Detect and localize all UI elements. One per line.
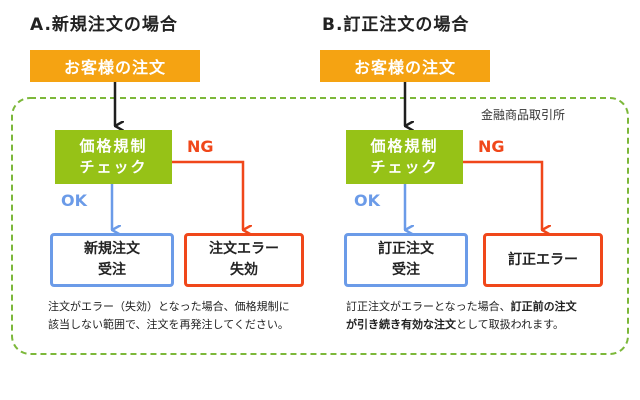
a-customer-order-box: お客様の注文	[30, 50, 200, 82]
b-price-check-box: 価格規制 チェック	[346, 130, 463, 184]
exchange-boundary	[11, 97, 629, 355]
a-ng-result-box: 注文エラー 失効	[184, 233, 304, 287]
a-ng-result-line2: 失効	[230, 262, 258, 278]
exchange-label: 金融商品取引所	[481, 108, 566, 122]
a-ng-arrow	[172, 160, 243, 230]
a-ok-result-box: 新規注文 受注	[50, 233, 174, 287]
b-ok-result-line1: 訂正注文	[378, 241, 434, 257]
a-note: 注文がエラー（失効）となった場合、価格規制に 該当しない範囲で、注文を再発注して…	[48, 298, 328, 334]
b-note-line2-plain: として取扱われます。	[456, 318, 565, 331]
b-ng-label: NG	[478, 137, 505, 156]
b-note-line2-bold: が引き続き有効な注文	[346, 318, 456, 331]
b-price-check-line2: チェック	[370, 158, 439, 176]
a-price-check-line1: 価格規制	[79, 137, 148, 155]
b-note-line1-plain: 訂正注文がエラーとなった場合、	[346, 300, 511, 313]
a-ng-label: NG	[187, 137, 214, 156]
b-ng-result-box: 訂正エラー	[483, 233, 603, 287]
a-note-line1: 注文がエラー（失効）となった場合、価格規制に	[48, 300, 290, 313]
a-note-line2: 該当しない範囲で、注文を再発注してください。	[48, 318, 289, 331]
a-price-check-box: 価格規制 チェック	[55, 130, 172, 184]
b-note-line1-bold: 訂正前の注文	[510, 300, 577, 313]
b-note-line2: が引き続き有効な注文として取扱われます。	[346, 316, 618, 334]
b-note: 訂正注文がエラーとなった場合、訂正前の注文 が引き続き有効な注文として取扱われま…	[346, 298, 618, 334]
b-customer-order-box: お客様の注文	[320, 50, 490, 82]
b-note-line1: 訂正注文がエラーとなった場合、訂正前の注文	[346, 298, 618, 316]
a-ok-label: OK	[61, 191, 87, 210]
a-ng-result-line1: 注文エラー	[209, 241, 279, 257]
b-ok-label: OK	[354, 191, 380, 210]
b-price-check-line1: 価格規制	[370, 137, 439, 155]
section-b-title: B.訂正注文の場合	[322, 15, 470, 35]
section-a-title: A.新規注文の場合	[30, 15, 178, 35]
a-ok-result-line2: 受注	[98, 262, 126, 278]
a-price-check-line2: チェック	[79, 158, 148, 176]
a-ok-result-line1: 新規注文	[84, 241, 140, 257]
b-ok-result-line2: 受注	[392, 262, 420, 278]
b-ng-arrow	[462, 160, 542, 230]
b-ok-result-box: 訂正注文 受注	[344, 233, 468, 287]
